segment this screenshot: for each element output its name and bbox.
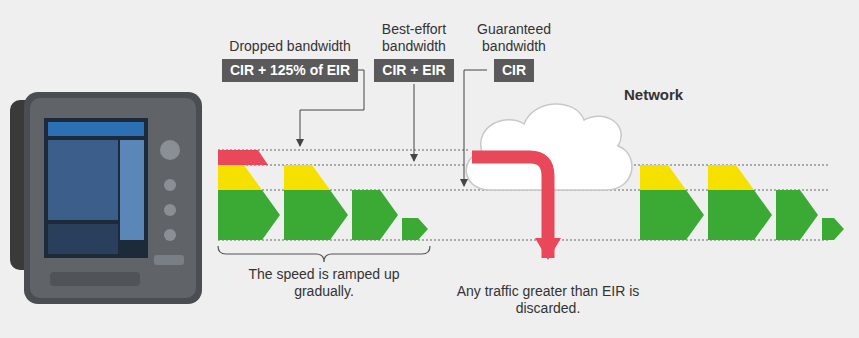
- bracket: [218, 246, 430, 262]
- tester-device: [10, 92, 202, 304]
- bandwidth-callout: Best-effort bandwidthCIR + EIR: [369, 21, 459, 82]
- leader-lines: [300, 70, 487, 186]
- bandwidth-callout: Guaranteed bandwidthCIR: [469, 21, 559, 82]
- bandwidth-callout: Dropped bandwidthCIR + 125% of EIR: [215, 38, 365, 82]
- rate-box: CIR + EIR: [374, 59, 453, 82]
- callout-heading: Best-effort bandwidth: [369, 21, 459, 55]
- note-label: The speed is ramped up gradually.: [224, 266, 424, 300]
- network-label: Network: [624, 86, 683, 103]
- rate-box: CIR: [494, 59, 534, 82]
- discard-arrow: [472, 157, 548, 258]
- callout-heading: Guaranteed bandwidth: [469, 21, 559, 55]
- callout-heading: Dropped bandwidth: [215, 38, 365, 55]
- note-label: Any traffic greater than EIR is discarde…: [453, 283, 643, 317]
- rate-box: CIR + 125% of EIR: [222, 59, 358, 82]
- network-cloud-node: Network: [624, 86, 683, 103]
